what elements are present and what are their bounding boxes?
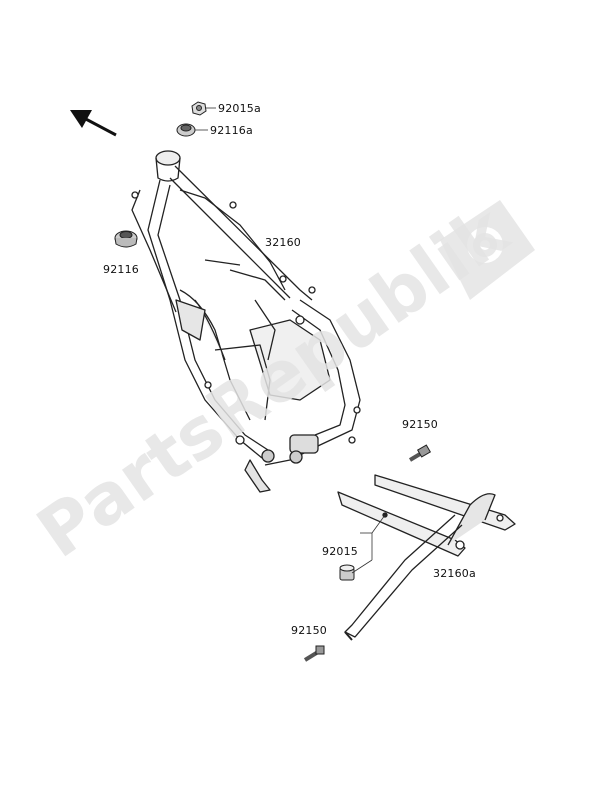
part-label-32160a: 32160a: [433, 567, 476, 580]
front-arrow-icon: [70, 110, 117, 137]
leader-lines: [195, 107, 386, 574]
part-label-32160: 32160: [265, 236, 301, 249]
part-label-92015: 92015: [322, 545, 358, 558]
gear-icon: [440, 200, 535, 300]
part-label-92116: 92116: [103, 263, 139, 276]
nut-92015: [339, 564, 355, 581]
bushing-92116a: [176, 123, 196, 137]
part-label-92116a: 92116a: [210, 124, 253, 137]
bushing-92116: [114, 230, 138, 248]
main-frame-32160: [131, 150, 361, 493]
part-label-92015a: 92015a: [218, 102, 261, 115]
sub-frame-32160a: [337, 474, 516, 641]
bolt-92150-lower: [303, 645, 325, 662]
part-label-92150-lower: 92150: [291, 624, 327, 637]
bolt-92150-upper: [408, 444, 432, 462]
part-label-92150-upper: 92150: [402, 418, 438, 431]
nut-92015a: [191, 101, 207, 116]
